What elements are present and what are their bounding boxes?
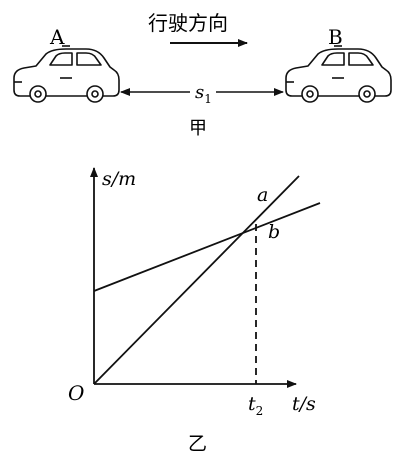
car-b-icon xyxy=(285,45,392,103)
direction-text: 行驶方向 xyxy=(148,11,228,35)
line-a xyxy=(93,175,300,385)
line-b xyxy=(93,202,321,292)
origin-label: O xyxy=(68,381,84,405)
line-a-label: a xyxy=(257,184,268,206)
y-axis-label: s/m xyxy=(102,168,136,190)
car-a-label: A xyxy=(49,25,65,49)
caption-jia: 甲 xyxy=(189,118,207,139)
x-axis-label: t/s xyxy=(292,393,316,415)
distance-label: s1 xyxy=(195,82,212,106)
top-figure: 行驶方向 A B xyxy=(13,11,392,139)
car-b-label: B xyxy=(328,25,343,49)
t2-label: t2 xyxy=(248,393,263,418)
graph-figure: s/m t/s O a b t2 乙 xyxy=(68,167,321,455)
caption-yi: 乙 xyxy=(188,433,207,455)
line-b-label: b xyxy=(268,221,280,243)
car-a-icon xyxy=(13,45,120,103)
